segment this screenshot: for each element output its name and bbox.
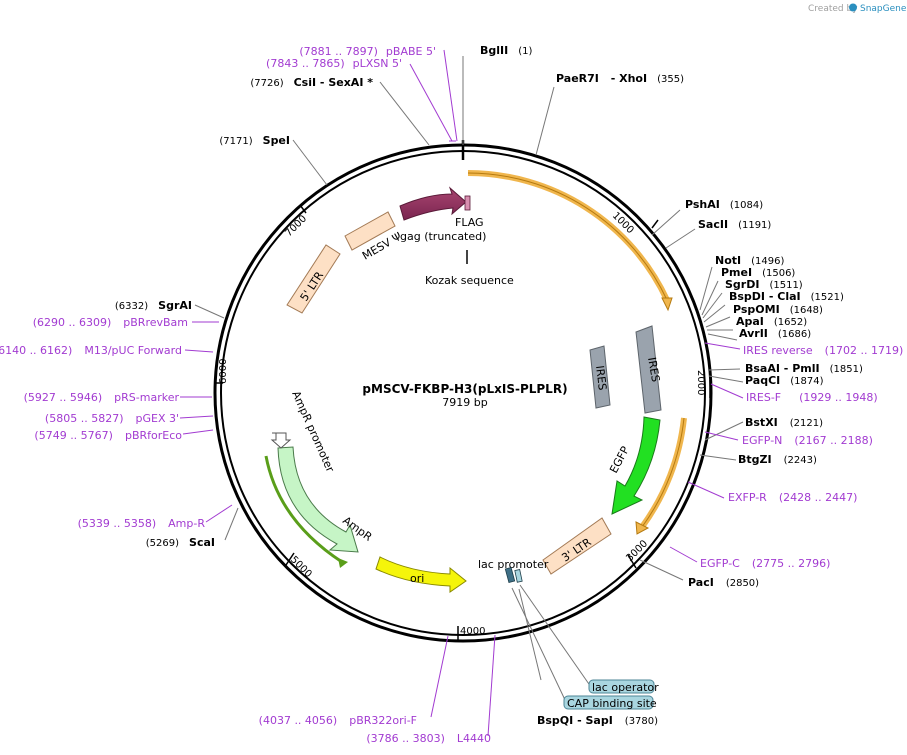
site-paer7i-xhoi: PaeR7I - XhoI(355) — [556, 72, 684, 85]
ori-arrow — [375, 556, 467, 593]
ampr-promoter-feature — [270, 432, 292, 449]
site-sgrai: (6332)SgrAI — [115, 299, 192, 312]
snapgene-logo-icon — [849, 3, 857, 12]
green-track — [264, 455, 343, 564]
lac-operator-box — [588, 679, 655, 694]
gag-arrow — [399, 186, 467, 221]
site-bsaai-pmli: BsaAI - PmlI(1851) — [745, 362, 863, 375]
primer-pbrforeco: (5749 .. 5767)pBRforEco — [34, 429, 182, 442]
primer-pgex3: (5805 .. 5827)pGEX 3' — [45, 412, 179, 425]
primer-l4440: (3786 .. 3803)L4440 — [366, 732, 491, 745]
site-bspqi-sapi: BspQI - SapI(3780) — [537, 714, 658, 727]
ltr3-feature — [542, 517, 612, 575]
cap-site-label: CAP binding site — [567, 697, 657, 710]
site-bglii: BglII(1) — [480, 44, 532, 57]
site-spei: (7171)SpeI — [219, 134, 290, 147]
primer-amp-r: (5339 .. 5358)Amp-R — [78, 517, 206, 530]
primer-egfp-n: EGFP-N(2167 .. 2188) — [742, 434, 873, 447]
tick-marks — [216, 204, 711, 640]
egfp-label: EGFP — [607, 444, 632, 476]
ires-feature-2 — [635, 325, 662, 414]
primer-m13-puc-forward: (6140 .. 6162)M13/pUC Forward — [0, 344, 182, 357]
lac-promoter-feature — [504, 566, 516, 584]
site-avrii: AvrII(1686) — [739, 327, 811, 340]
flag-feature — [464, 195, 471, 211]
lac-operator-label: lac operator — [592, 681, 659, 694]
plasmid-name: pMSCV-FKBP-H3(pLxIS-PLPLR) — [362, 382, 567, 396]
flag-label: FLAG — [455, 216, 484, 229]
ori-label: ori — [410, 572, 424, 585]
primer-exfp-r: EXFP-R(2428 .. 2447) — [728, 491, 857, 504]
site-csii-sexai: (7726)CsiI - SexAI * — [250, 76, 373, 89]
green-track-arrow — [338, 558, 348, 568]
primer-leaders — [179, 49, 744, 737]
primer-plxsn5: (7843 .. 7865)pLXSN 5' — [266, 57, 402, 70]
tick-label-6000: 6000 — [218, 359, 229, 384]
primer-ires-reverse: IRES reverse(1702 .. 1719) — [743, 344, 903, 357]
primer-prs-marker: (5927 .. 5946)pRS-marker — [24, 391, 180, 404]
primer-egfp-c: EGFP-C(2775 .. 2796) — [700, 557, 830, 570]
ampr-arrow — [277, 446, 359, 553]
site-bstxi: BstXI(2121) — [745, 416, 823, 429]
site-sgrdi: SgrDI(1511) — [725, 278, 803, 291]
gag-label: gag (truncated) — [400, 230, 486, 243]
site-pspomi: PspOMI(1648) — [733, 303, 823, 316]
primer-ires-f: IRES-F(1929 .. 1948) — [746, 391, 878, 404]
site-btgzi: BtgZI(2243) — [738, 453, 817, 466]
orange-track-top-arrow — [661, 297, 673, 312]
ires-label-2: IRES — [645, 356, 662, 383]
site-paci: PacI(2850) — [688, 576, 759, 589]
ampr-promoter-label: AmpR promoter — [289, 389, 337, 475]
site-pshai: PshAI(1084) — [685, 198, 763, 211]
cap-site-box — [563, 695, 654, 710]
site-apai: ApaI(1652) — [736, 315, 807, 328]
credit-text: Created by — [808, 4, 858, 14]
plasmid-size: 7919 bp — [442, 396, 487, 409]
credit-brand: SnapGene — [860, 4, 907, 14]
tick-label-5000: 5000 — [288, 554, 314, 580]
tick-label-4000: 4000 — [460, 626, 485, 637]
site-paqci: PaqCI(1874) — [745, 374, 824, 387]
site-pmei: PmeI(1506) — [721, 266, 795, 279]
site-noti: NotI(1496) — [715, 254, 784, 267]
kozak-label: Kozak sequence — [425, 274, 514, 287]
orange-track-right-arrow — [635, 521, 650, 535]
ires-label-1: IRES — [593, 365, 609, 391]
site-leaders — [194, 56, 744, 703]
primer-pbabe5: (7881 .. 7897)pBABE 5' — [299, 45, 436, 58]
ltr5-feature — [286, 244, 341, 314]
lac-operator-feature — [514, 569, 523, 583]
primer-pbrrevbam: (6290 .. 6309)pBRrevBam — [33, 316, 188, 329]
primer-pbr322ori-f: (4037 .. 4056)pBR322ori-F — [259, 714, 417, 727]
mesv-psi-feature — [344, 211, 396, 251]
site-scai: (5269)ScaI — [146, 536, 215, 549]
tick-label-2000: 2000 — [695, 370, 706, 395]
lac-promoter-label: lac promoter — [478, 558, 549, 571]
site-bspdi-clai: BspDI - ClaI(1521) — [729, 290, 844, 303]
egfp-arrow — [611, 416, 661, 515]
site-sacii: SacII(1191) — [698, 218, 771, 231]
ires-feature-1 — [589, 345, 611, 409]
